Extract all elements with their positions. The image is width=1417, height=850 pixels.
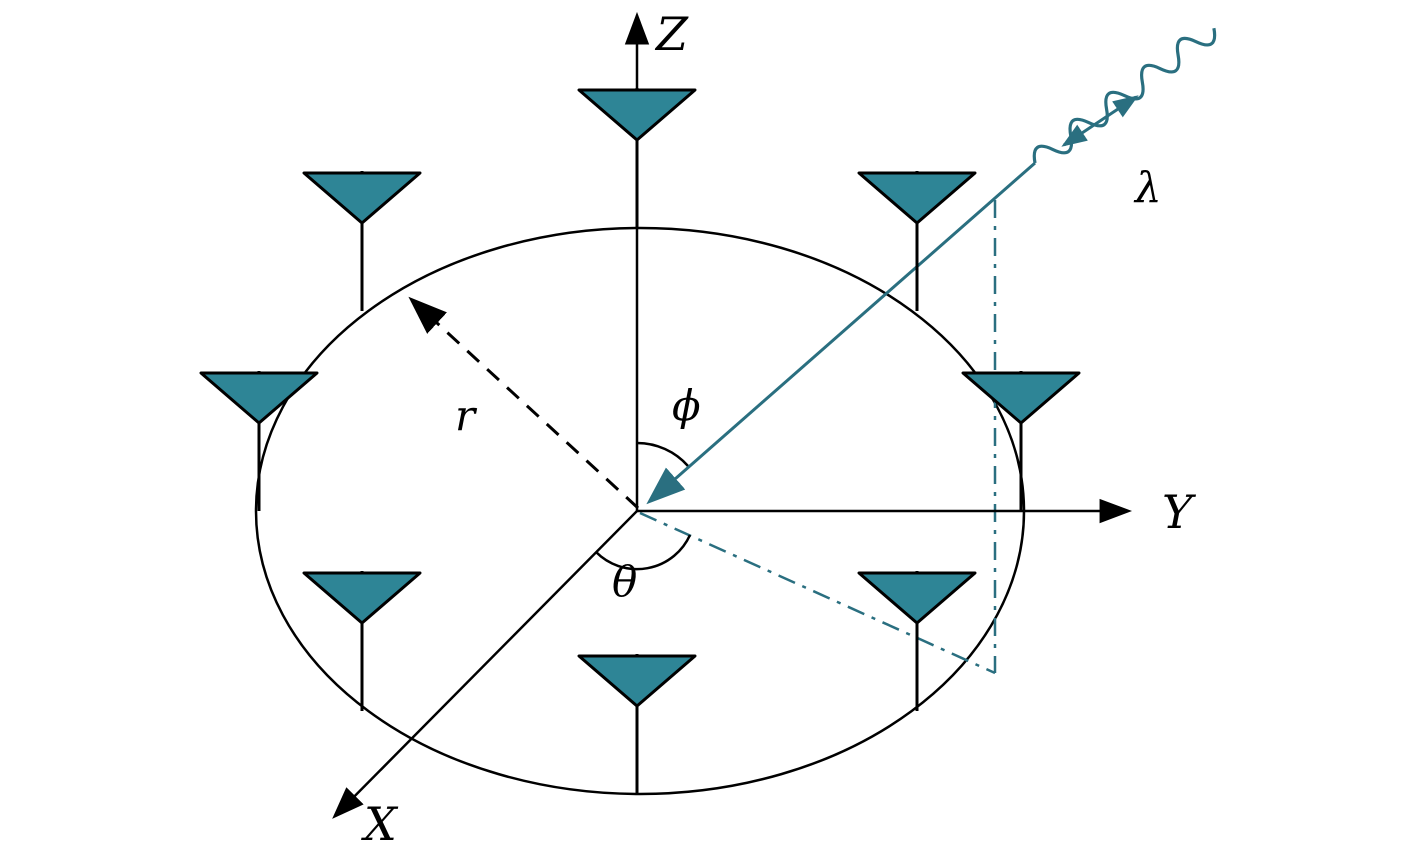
phi-angle-label: ϕ [672,381,701,430]
x-axis [332,510,638,819]
antenna-element [302,569,422,713]
wavelength-arrow [1061,95,1139,147]
phi-angle-arc [636,441,689,467]
projection-line-xy [639,511,996,675]
y-axis-label: Y [1162,485,1197,539]
z-axis-label: Z [654,7,689,61]
radius-label: r [455,391,478,440]
wavelength-label: λ [1133,163,1162,212]
antenna-element [857,169,977,313]
antenna-element [199,369,319,513]
incident-wave-line [646,161,1036,505]
antenna-element [577,652,697,796]
antenna-element [302,169,422,313]
antenna-element [961,369,1081,513]
antenna-element [857,569,977,713]
theta-angle-arc [595,534,692,571]
theta-angle-label: θ [612,557,637,606]
wave-squiggle [1032,27,1217,164]
x-axis-label: X [361,797,399,850]
antenna-element [577,86,697,230]
radius-arrow [408,296,640,510]
